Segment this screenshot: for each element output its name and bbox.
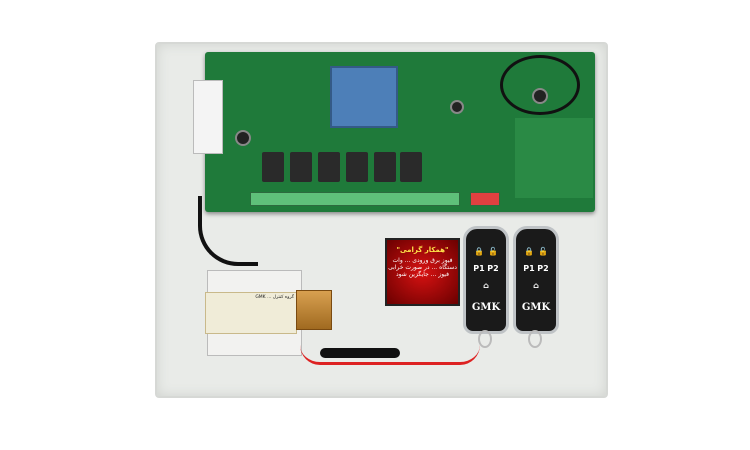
relay <box>374 152 396 182</box>
key-ring <box>528 330 542 348</box>
p1-button[interactable]: P1 <box>523 264 535 273</box>
capacitor <box>532 88 548 104</box>
red-wire <box>300 345 480 365</box>
home-icon[interactable]: ⌂ <box>483 281 489 290</box>
key-ring <box>478 330 492 348</box>
home-icon[interactable]: ⌂ <box>533 281 539 290</box>
receiver-board <box>515 118 593 198</box>
warning-body: فیوز برق ورودی ... وات دستگاه ... در صور… <box>388 257 457 278</box>
p2-button[interactable]: P2 <box>537 264 549 273</box>
remote-control[interactable]: 🔒 🔓 P1 P2 ⌂ GMK <box>513 226 559 334</box>
relay <box>400 152 422 182</box>
p1-button[interactable]: P1 <box>473 264 485 273</box>
lock-icon[interactable]: 🔒 <box>474 247 484 256</box>
unlock-icon[interactable]: 🔓 <box>488 247 498 256</box>
p2-button[interactable]: P2 <box>487 264 499 273</box>
dip-switch <box>470 192 500 206</box>
remote-control[interactable]: 🔒 🔓 P1 P2 ⌂ GMK <box>463 226 509 334</box>
antenna-wire <box>500 55 580 115</box>
relay <box>290 152 312 182</box>
unlock-icon[interactable]: 🔓 <box>538 247 548 256</box>
transformer-label: گروه کنترل ... GMK <box>205 292 297 334</box>
board-connector <box>193 80 223 154</box>
brand-logo: GMK <box>521 302 551 313</box>
power-cable <box>198 196 258 266</box>
capacitor <box>235 130 251 146</box>
blue-module <box>330 66 398 128</box>
terminal-block <box>250 192 460 206</box>
warning-title: "همکار گرامی" <box>396 246 449 254</box>
warning-label: "همکار گرامی" فیوز برق ورودی ... وات دست… <box>385 238 460 306</box>
relay <box>262 152 284 182</box>
capacitor <box>450 100 464 114</box>
black-wire <box>320 348 400 358</box>
lock-icon[interactable]: 🔒 <box>524 247 534 256</box>
relay <box>318 152 340 182</box>
relay <box>346 152 368 182</box>
brand-logo: GMK <box>471 302 501 313</box>
transformer-core <box>296 290 332 330</box>
